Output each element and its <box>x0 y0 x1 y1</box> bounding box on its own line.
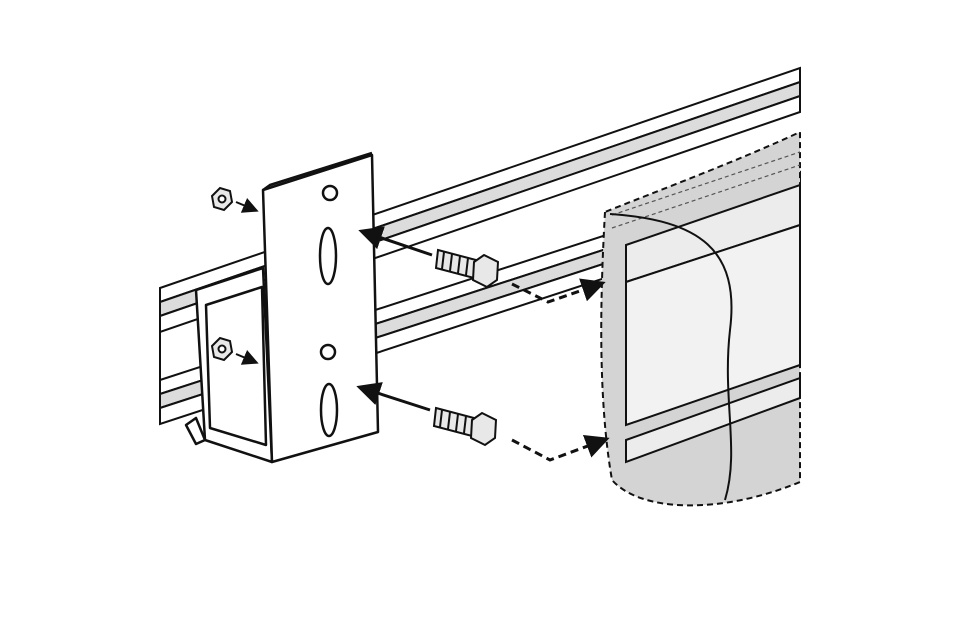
bolt-icon <box>356 382 610 462</box>
nut-icon <box>210 336 259 365</box>
nut-icon <box>210 186 259 213</box>
bolt-icon <box>358 226 606 304</box>
mounting-bracket <box>184 151 380 464</box>
shaded-mounting-area <box>600 130 801 507</box>
